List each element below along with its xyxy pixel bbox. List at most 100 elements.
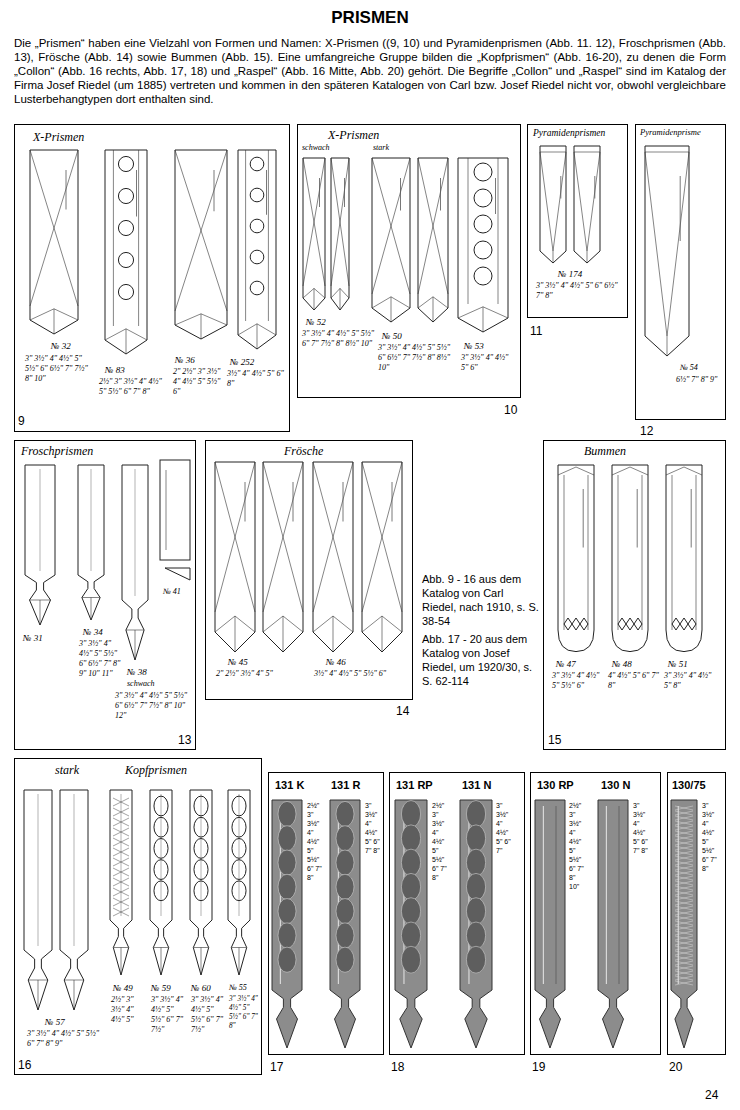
page-title: PRISMEN — [0, 8, 740, 28]
prism-drawing — [418, 158, 448, 322]
item-number: № 36 — [175, 355, 220, 366]
prism-drawing — [330, 800, 360, 1048]
size-list: 3" 3½" 4" 4½" 5" 5½" 6" 6½" 7" 7½" 8" 10… — [25, 354, 95, 384]
prism-drawing — [574, 146, 600, 263]
item-number: № 31 — [23, 633, 63, 644]
prism-drawing — [190, 790, 212, 975]
size-list: 3" 3½" 4" 4½" 5" 5½" 6" 7" 7½" 8" 8½" 10… — [302, 329, 376, 349]
figure-panel: Bummen№ 473" 3½" 4" 4½" 5" 5½" 6"№ 484" … — [543, 440, 726, 750]
prism-drawing — [122, 465, 148, 660]
panel-heading: X-Prismen — [33, 130, 143, 144]
figure-number: 24 — [705, 1088, 731, 1102]
panel-heading: Pyramidenprismen — [533, 128, 625, 139]
item-number: № 174 — [558, 269, 603, 280]
prism-drawing — [458, 158, 508, 332]
panel-heading: Bummen — [584, 444, 664, 458]
size-list: 3" 3½" 4" 4½" 5" 8" — [664, 671, 720, 691]
item-number: № 60 — [191, 983, 227, 994]
size-list: 3" 3½" 4" 4½" 5" 5½" 6" — [552, 671, 606, 691]
figure-number: 11 — [530, 324, 554, 338]
size-list: 2" 2½" 3½" 4" 5" — [216, 669, 306, 679]
size-list: 3" 3½" 4" 4½" 5" 6" — [461, 353, 517, 373]
size-list: 3" 3½" 4" 4½" 5" 5½" 6" 7" 7½" — [191, 995, 227, 1035]
figure-panel: 131 K131 R2½" 3" 3½" 4" 4½" 5" 5½" 6" 7"… — [268, 772, 384, 1055]
prism-drawing — [30, 150, 78, 334]
figure-panel: starkKopfprismen№ 573" 3½" 4" 4½" 5" 5½"… — [14, 758, 262, 1075]
prism-drawing — [24, 790, 52, 1010]
intro-text: Die „Prismen“ haben eine Vielzahl von Fo… — [14, 36, 726, 106]
prism-drawing — [238, 150, 276, 349]
panel-heading: stark — [55, 763, 95, 777]
size-list: 3½" 4" 4½" 5" 6" 8" — [227, 369, 287, 389]
size-list: 3" 3½" 4" 4½" 5" 6" 7" — [496, 801, 511, 855]
size-list: 3½" 4" 4½" 5" 5½" 6" — [314, 669, 408, 679]
size-list: 2½" 3" 3½" 4" 4½" 5" — [111, 995, 147, 1025]
prism-drawing — [460, 800, 492, 1048]
size-list: 3" 3½" 4" 4½" 5" 6" 7" 8" — [633, 801, 648, 855]
size-list: 3" 3½" 4" 4½" 5" 6" 7" 8" — [365, 801, 380, 855]
prism-drawing — [395, 800, 427, 1048]
prism-drawing — [175, 150, 227, 339]
item-number: № 32 — [51, 341, 96, 352]
prism-drawing — [272, 800, 302, 1048]
item-number: № 59 — [151, 983, 187, 994]
figure-number: 15 — [548, 733, 572, 747]
item-number: № 47 — [556, 659, 601, 670]
prism-drawing — [598, 800, 628, 1048]
item-number: № 57 — [45, 1017, 90, 1028]
figure-number: 10 — [504, 403, 528, 417]
figure-panel: 130 RP130 N2½" 3" 3½" 4" 4½" 5" 5½" 6" 7… — [530, 772, 661, 1055]
prism-drawing — [540, 146, 566, 263]
size-list: 3" 3½" 4" 4½" 5" 5½" 6" 7" 7½" — [151, 995, 187, 1035]
item-number: № 54 — [680, 363, 725, 373]
variant-note: schwach — [127, 679, 172, 689]
item-number: № 53 — [464, 341, 509, 352]
prism-drawing — [331, 158, 349, 310]
size-list: 4" 4½" 5" 6" 7" 8" — [608, 671, 660, 691]
size-list: 3" 3½" 4" 4½" 5" 5½" 6" 6½" 7" 7½" 8" 8½… — [378, 343, 458, 373]
panel-heading: Frösche — [284, 444, 364, 458]
figure-number: 17 — [270, 1060, 294, 1074]
size-list: 2" 2½" 3" 3½" 4" 4½" 5" 5½" 6" — [173, 367, 225, 397]
size-list: 3" 3½" 4" 4½" 5" 5½" 6" 6½" 7" 8" 9" 10"… — [79, 639, 121, 679]
prism-drawing — [666, 465, 702, 652]
prism-drawing — [25, 465, 55, 625]
prism-drawing — [612, 465, 648, 652]
item-number: № 252 — [230, 357, 280, 368]
size-list: 6½" 7" 8" 9" — [676, 375, 724, 385]
prism-drawing — [263, 462, 303, 652]
item-number: 130 RP — [537, 779, 585, 792]
figure-number: 12 — [640, 424, 664, 438]
figure-panel: Frösche№ 452" 2½" 3½" 4" 5"№ 463½" 4" 4½… — [205, 440, 413, 700]
item-number: № 41 — [163, 587, 197, 597]
figure-panel: X-Prismenschwachstark№ 523" 3½" 4" 4½" 5… — [297, 124, 521, 398]
panel-heading: Pyramidenprisme — [640, 128, 725, 138]
prism-drawing — [671, 800, 697, 1048]
panel-heading: Froschprismen — [21, 444, 131, 458]
item-number: № 83 — [105, 365, 150, 376]
prism-drawing — [372, 158, 410, 322]
size-list: 2½" 3" 3½" 4" 4½" 5" 5½" 6" 7" 8" — [432, 801, 447, 882]
panel-heading: X-Prismen — [328, 128, 438, 142]
item-number: № 55 — [229, 983, 263, 993]
size-list: 2½" 3" 3½" 4" 4½" 5" 5½" 6" 7" 8" — [99, 377, 167, 397]
prism-drawing — [228, 790, 250, 975]
item-number: № 49 — [113, 983, 149, 994]
item-number: 131 R — [331, 779, 371, 792]
prism-drawing — [105, 150, 147, 354]
prism-drawing — [110, 790, 132, 975]
figure-panel: Pyramidenprismen № 1743" 3½" 4" 4½" 5" 6"… — [527, 124, 628, 318]
prism-drawing — [535, 800, 565, 1048]
item-number: № 34 — [83, 627, 123, 638]
figure-number: 14 — [396, 704, 414, 718]
size-list: 3" 3½" 4" 4½" 5" 5½" 6" 7" 8" — [702, 801, 717, 873]
prism-drawing — [78, 465, 104, 620]
figure-panel: 130/753" 3½" 4" 4½" 5" 5½" 6" 7" 8" — [667, 772, 726, 1055]
size-list: 2½" 3" 3½" 4" 4½" 5" 5½" 6" 7" 8" 10" — [569, 801, 584, 891]
size-list: 3" 3½" 4" 4½" 5" 6" 6½" 7" 8" — [536, 281, 624, 301]
size-list: 2½" 3" 3½" 4" 4½" 5" 5½" 6" 7" 8" — [307, 801, 322, 882]
figure-panel: X-Prismen № 32 3" 3½" 4" 4½" 5" 5½" 6" 6½"… — [14, 124, 290, 432]
caption-text: Abb. 9 - 16 aus dem Katalog von Carl Rie… — [422, 572, 540, 628]
prism-drawing — [215, 462, 255, 652]
